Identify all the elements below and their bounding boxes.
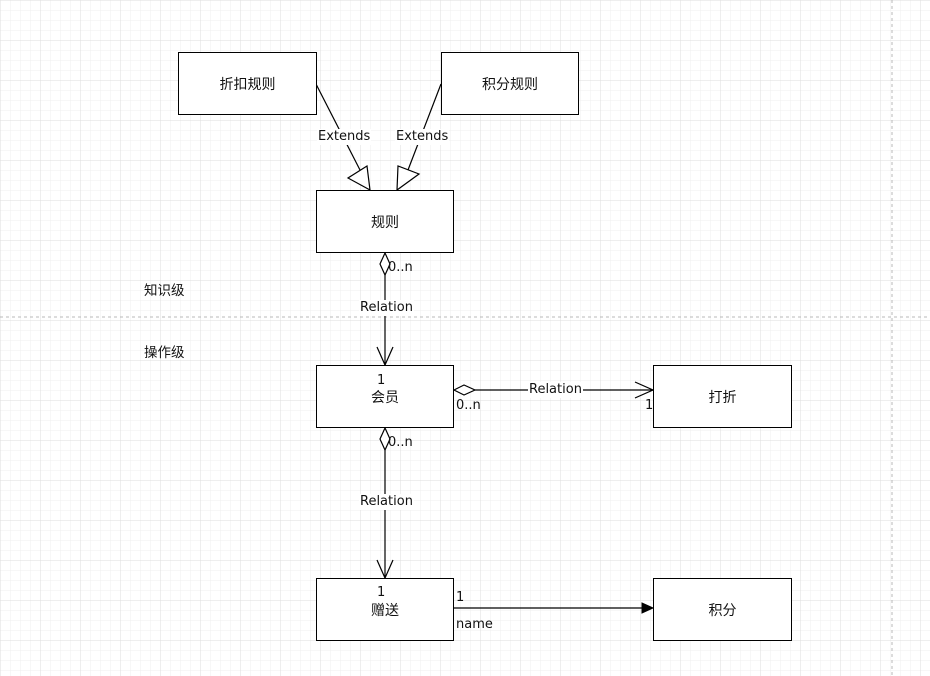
filled-arrowhead-icon bbox=[641, 602, 655, 614]
multiplicity-rule-member-target: 1 bbox=[377, 373, 386, 388]
node-member[interactable]: 会员 bbox=[316, 365, 454, 428]
section-label-operation-level: 操作级 bbox=[144, 345, 185, 361]
multiplicity-member-gift-source: 0..n bbox=[388, 435, 413, 450]
multiplicity-member-discount-target: 1 bbox=[645, 398, 654, 413]
edge-label-member-gift: Relation bbox=[359, 494, 414, 510]
edge-label-member-discount: Relation bbox=[528, 382, 583, 398]
edge-label-rule-member: Relation bbox=[359, 300, 414, 316]
section-label-knowledge-level: 知识级 bbox=[144, 283, 185, 299]
edge-label-gift-points: name bbox=[456, 617, 493, 632]
node-rule[interactable]: 规则 bbox=[316, 190, 454, 253]
node-points-rule-label: 积分规则 bbox=[482, 76, 538, 93]
node-points[interactable]: 积分 bbox=[653, 578, 792, 641]
multiplicity-member-discount-source: 0..n bbox=[456, 398, 481, 413]
edge-label-points-rule-extends: Extends bbox=[395, 129, 450, 145]
node-points-rule[interactable]: 积分规则 bbox=[441, 52, 579, 115]
node-gift[interactable]: 赠送 bbox=[316, 578, 454, 641]
edge-discount-rule-extends-line[interactable] bbox=[315, 83, 361, 171]
edge-points-rule-extends-line[interactable] bbox=[407, 83, 442, 171]
node-discount[interactable]: 打折 bbox=[653, 365, 792, 428]
node-discount-rule-label: 折扣规则 bbox=[219, 76, 276, 93]
multiplicity-member-gift-target: 1 bbox=[377, 585, 386, 600]
node-discount-label: 打折 bbox=[708, 389, 737, 406]
node-gift-label: 赠送 bbox=[371, 602, 399, 619]
inheritance-arrowhead-icon bbox=[396, 165, 421, 192]
multiplicity-gift-points-source: 1 bbox=[456, 590, 465, 605]
node-discount-rule[interactable]: 折扣规则 bbox=[178, 52, 317, 115]
node-member-label: 会员 bbox=[371, 389, 399, 406]
node-rule-label: 规则 bbox=[371, 214, 399, 231]
edge-label-discount-rule-extends: Extends bbox=[317, 129, 372, 145]
node-points-label: 积分 bbox=[708, 602, 737, 619]
multiplicity-rule-member-source: 0..n bbox=[388, 260, 413, 275]
inheritance-arrowhead-icon bbox=[346, 164, 371, 192]
